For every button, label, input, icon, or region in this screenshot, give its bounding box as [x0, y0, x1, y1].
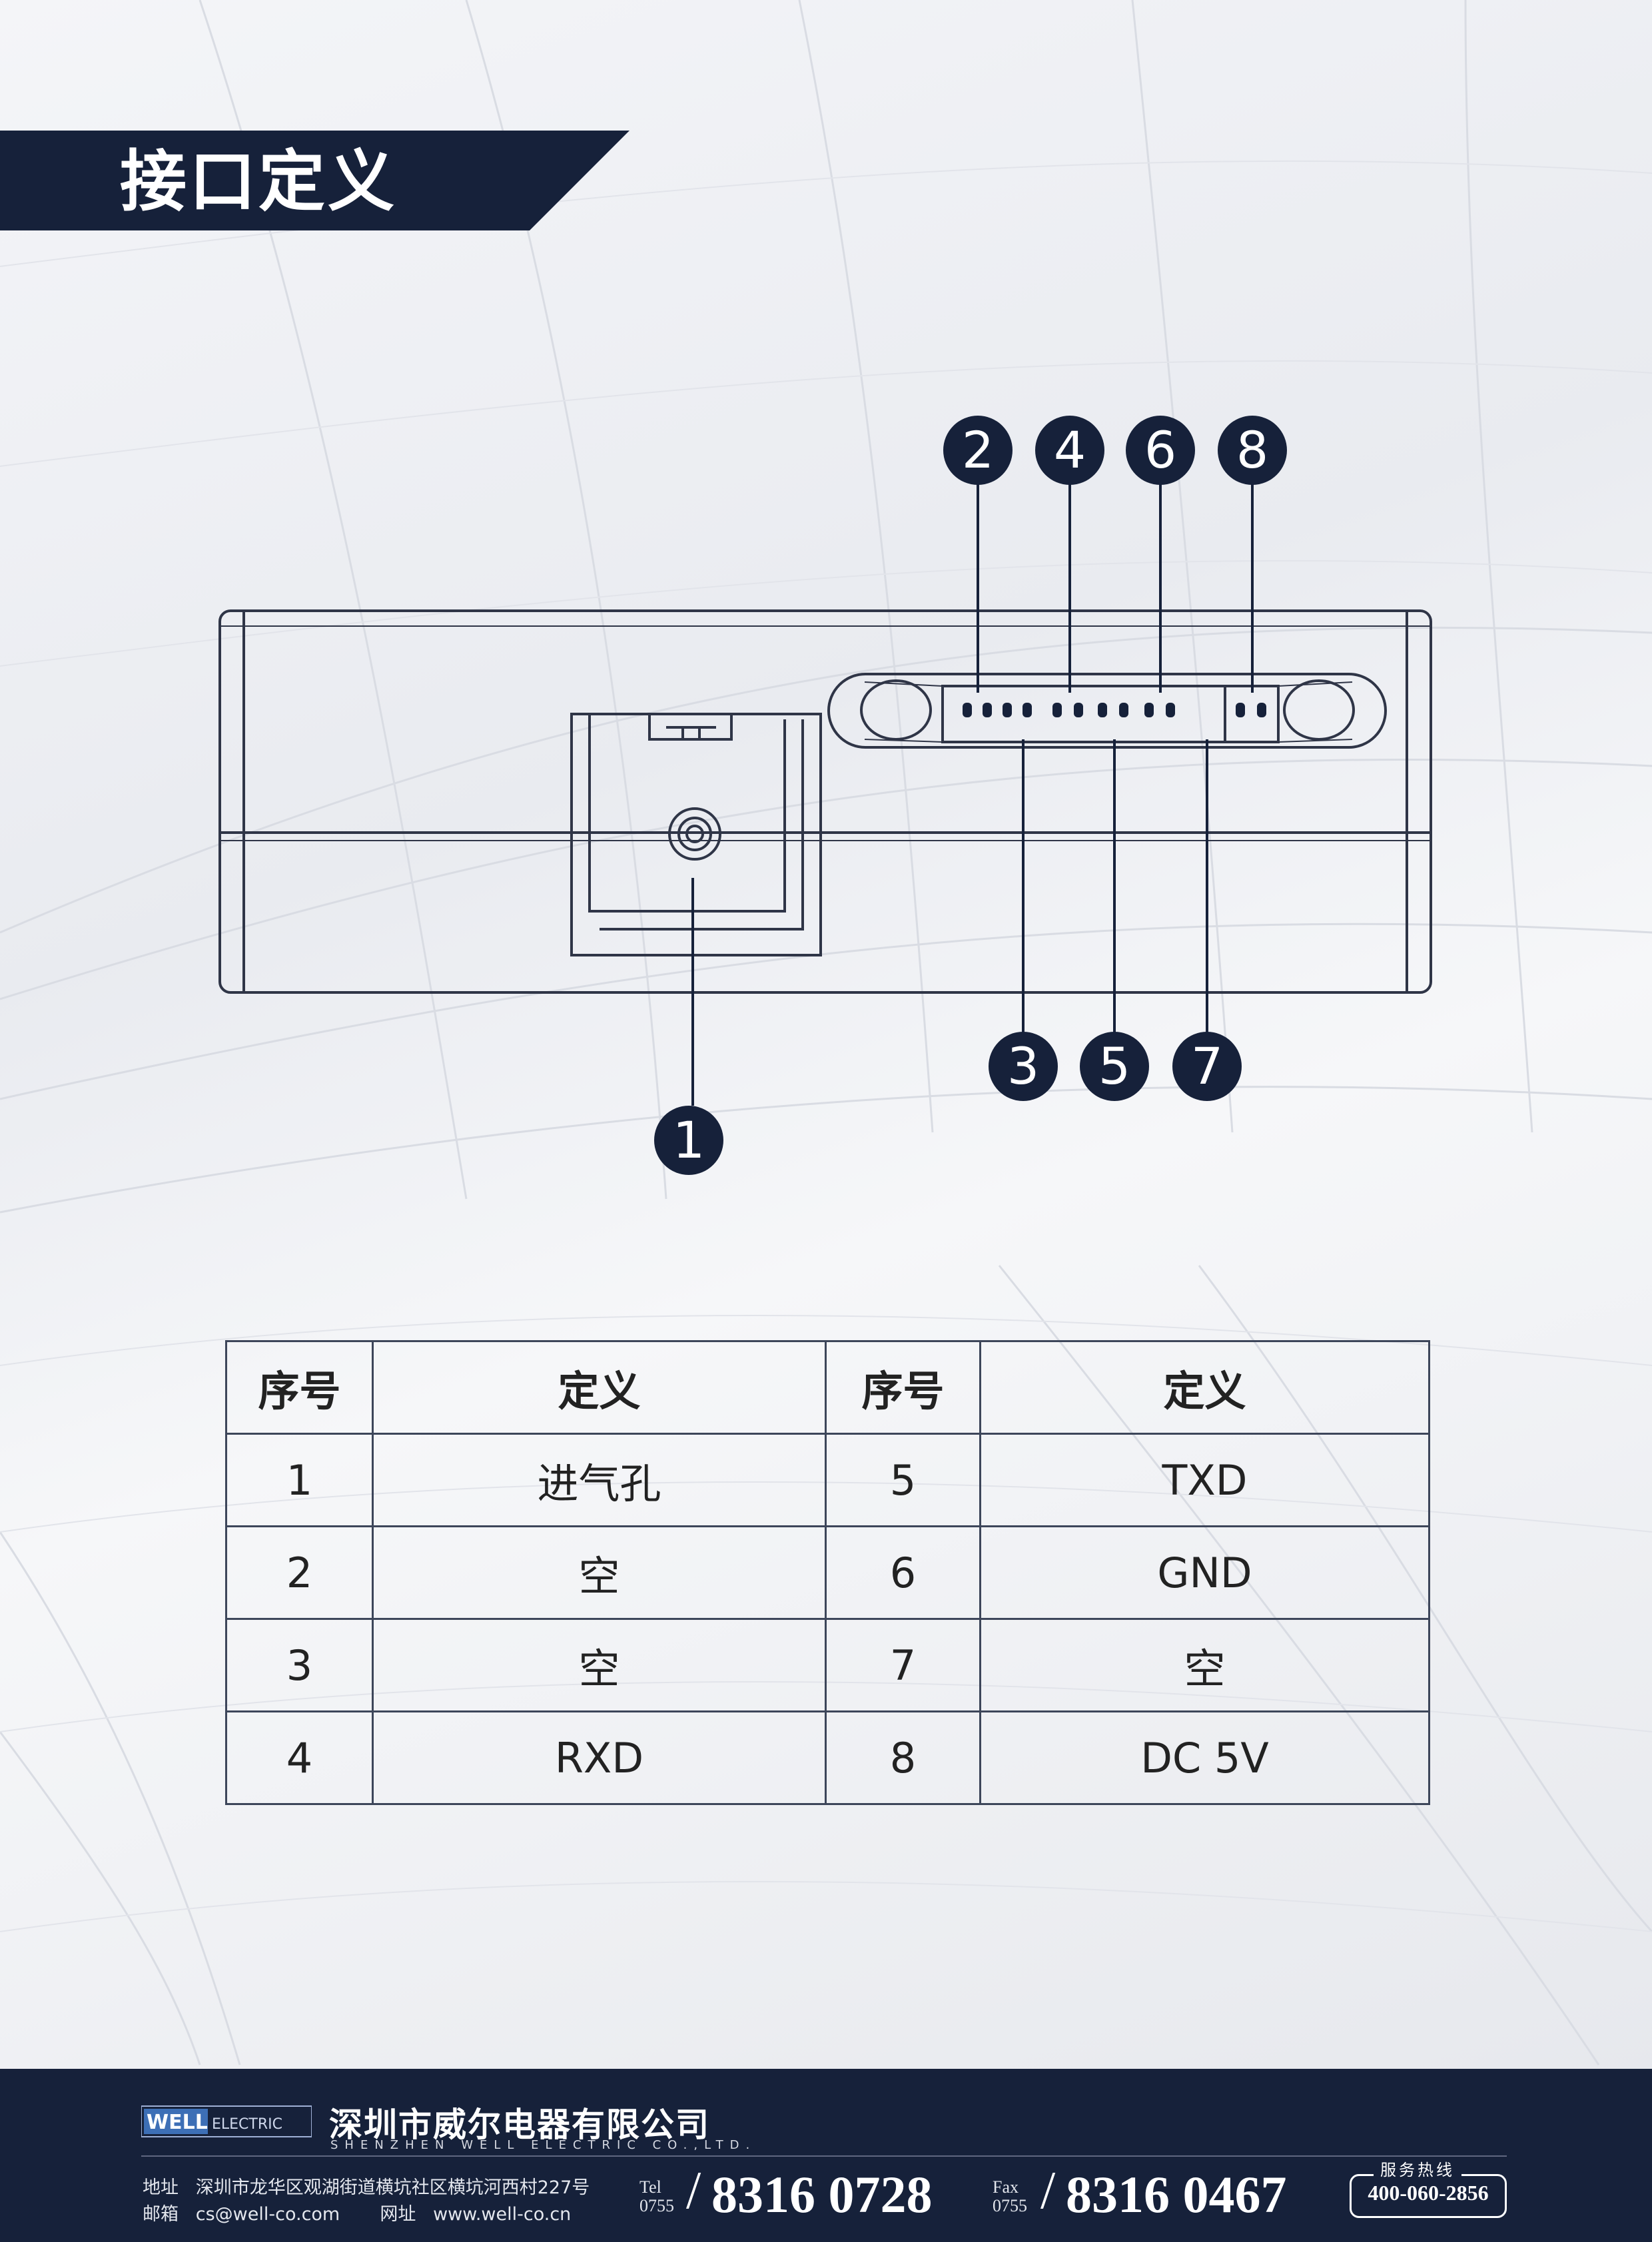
table-cell: 4 [225, 1710, 374, 1805]
table-cell: 空 [372, 1618, 827, 1712]
website-label: 网址 [380, 2204, 416, 2225]
pin-6b [1144, 703, 1154, 717]
header-index: 序号 [825, 1340, 981, 1435]
pin-2 [963, 703, 972, 717]
hotline-number: 400-060-2856 [1368, 2181, 1489, 2205]
table-row: 2 空 6 GND [225, 1525, 1430, 1620]
email-link[interactable]: cs@well-co.com [195, 2204, 340, 2225]
table-cell: 1 [225, 1433, 374, 1527]
title-banner [0, 131, 629, 230]
callout-5: 5 [1080, 1032, 1149, 1101]
pin-3 [983, 703, 992, 717]
company-logo: WELL ELECTRIC [141, 2105, 312, 2137]
callout-4: 4 [1035, 416, 1104, 485]
air-inlet-hole [668, 807, 721, 861]
callout-2: 2 [943, 416, 1013, 485]
fax-number: 8316 0467 [1066, 2165, 1287, 2223]
pin-5 [1074, 703, 1083, 717]
tel-label: Tel [639, 2177, 661, 2197]
table-cell: RXD [372, 1710, 827, 1805]
pin-8b [1257, 703, 1266, 717]
header-definition: 定义 [979, 1340, 1430, 1435]
fax-slash: / [1040, 2161, 1056, 2220]
table-cell: TXD [979, 1433, 1430, 1527]
callout-3: 3 [989, 1032, 1058, 1101]
callout-1: 1 [654, 1106, 723, 1175]
table-cell: 3 [225, 1618, 374, 1712]
table-cell: DC 5V [979, 1710, 1430, 1805]
table-cell: 进气孔 [372, 1433, 827, 1527]
table-cell: 7 [825, 1618, 981, 1712]
tel-slash: / [686, 2161, 701, 2220]
table-cell: 5 [825, 1433, 981, 1527]
company-name-cn: 深圳市威尔电器有限公司 [329, 2105, 710, 2144]
pin-4 [1023, 703, 1032, 717]
fax-label: Fax [993, 2177, 1019, 2197]
header-index: 序号 [225, 1340, 374, 1435]
email-label: 邮箱 [143, 2204, 179, 2225]
address-text: 深圳市龙华区观湖街道横坑社区横坑河西村227号 [195, 2177, 590, 2198]
pin-5b [1098, 703, 1107, 717]
table-row: 3 空 7 空 [225, 1618, 1430, 1712]
pin-3b [1003, 703, 1012, 717]
address-label: 地址 [143, 2177, 179, 2198]
pin-4b [1052, 703, 1062, 717]
table-cell: 空 [372, 1525, 827, 1620]
company-name-en: SHENZHEN WELL ELECTRIC CO.,LTD. [330, 2138, 757, 2152]
pin-6 [1119, 703, 1128, 717]
table-cell: GND [979, 1525, 1430, 1620]
device-body [218, 609, 1432, 994]
address-line: 地址 深圳市龙华区观湖街道横坑社区横坑河西村227号 [143, 2173, 590, 2199]
table-cell: 空 [979, 1618, 1430, 1712]
logo-electric-text: ELECTRIC [212, 2116, 282, 2133]
logo-well-text: WELL [147, 2111, 208, 2134]
table-row: 4 RXD 8 DC 5V [225, 1710, 1430, 1805]
tel-number: 8316 0728 [711, 2165, 933, 2223]
pin-8 [1236, 703, 1245, 717]
callout-8: 8 [1218, 416, 1287, 485]
table-cell: 2 [225, 1525, 374, 1620]
table-cell: 8 [825, 1710, 981, 1805]
footer-divider [141, 2155, 1507, 2157]
website-link[interactable]: www.well-co.cn [433, 2204, 572, 2225]
device-drawing [218, 483, 1432, 1106]
callout-6: 6 [1126, 416, 1195, 485]
pin-definition-table: 序号 定义 序号 定义 1 进气孔 5 TXD 2 空 6 GND 3 空 7 … [225, 1340, 1430, 1805]
hotline-label: 服务热线 [1374, 2157, 1461, 2180]
fax-area-code: 0755 [993, 2196, 1027, 2215]
table-header-row: 序号 定义 序号 定义 [225, 1340, 1430, 1435]
callout-7: 7 [1172, 1032, 1242, 1101]
connector-slot [827, 673, 1387, 749]
page-title: 接口定义 [120, 143, 397, 220]
table-row: 1 进气孔 5 TXD [225, 1433, 1430, 1527]
pin-7 [1166, 703, 1175, 717]
table-cell: 6 [825, 1525, 981, 1620]
header-definition: 定义 [372, 1340, 827, 1435]
air-inlet-housing [570, 713, 822, 956]
tel-area-code: 0755 [639, 2196, 674, 2215]
connector-pins [963, 703, 1266, 717]
contact-line: 邮箱 cs@well-co.com 网址 www.well-co.cn [143, 2199, 571, 2225]
